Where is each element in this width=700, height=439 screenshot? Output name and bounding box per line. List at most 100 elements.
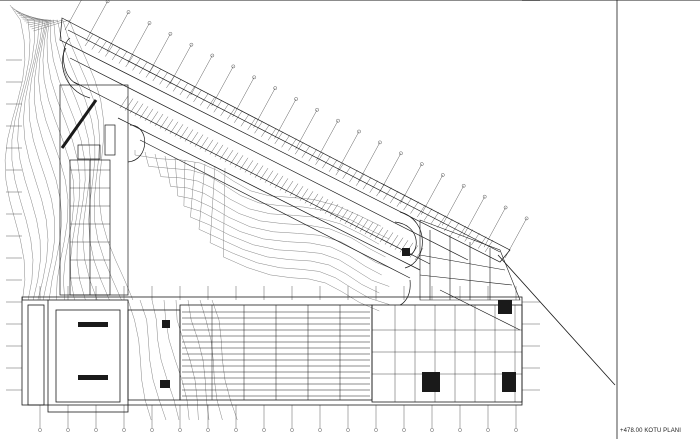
parking-stall-line [125, 54, 134, 67]
axis-bubble [503, 205, 508, 210]
parking-stall-line [437, 215, 446, 228]
grid-axis [441, 185, 464, 226]
parking-stall-line [247, 117, 256, 130]
stair-cores [78, 248, 516, 392]
parking-stall-line [328, 159, 338, 172]
axis-bubble [524, 216, 529, 221]
parking-stall-line [240, 114, 250, 127]
junction-wedge [419, 219, 616, 386]
parking-stall-line [186, 86, 195, 99]
diagonal-parking-wing [59, 17, 511, 306]
parking-stall-line [254, 121, 263, 134]
grid-axis [148, 33, 171, 74]
parking-stall-line [105, 44, 114, 57]
parking-stall-line [193, 89, 202, 102]
parking-stall-line [288, 138, 297, 151]
parking-stall-line [319, 199, 329, 212]
parking-stall-line [234, 110, 243, 123]
parking-stall-line [342, 166, 351, 179]
parking-stalls [84, 33, 494, 261]
grid-axis [85, 1, 108, 41]
parking-stall-line [335, 163, 344, 176]
contour-line [15, 10, 49, 301]
parking-stall-line [206, 96, 216, 109]
parking-stall-line [244, 160, 254, 173]
parking-stall-line [174, 124, 184, 137]
axis-bubble [210, 53, 215, 58]
axis-bubble [290, 428, 294, 432]
grid-axis [274, 98, 297, 139]
parking-stall-line [329, 204, 339, 217]
axis-bubble [231, 64, 236, 69]
axis-bubble [482, 194, 487, 199]
parking-stall-line [179, 82, 189, 95]
parking-stall-line [159, 116, 169, 129]
parking-stall-line [384, 232, 394, 245]
grid-axis [232, 77, 255, 117]
axis-bubble [126, 10, 131, 14]
axis-bubble [378, 140, 382, 145]
grid-axis [358, 142, 381, 183]
axis-bubble [315, 108, 319, 112]
axis-bubble [122, 428, 126, 432]
axis-bubble [206, 428, 210, 432]
parking-stall-line [144, 108, 154, 121]
contour-line [209, 165, 390, 305]
parking-stall-line [309, 193, 319, 206]
parking-stall-line [409, 245, 419, 258]
contour-line [33, 19, 134, 301]
grid-axis [106, 12, 129, 52]
parking-stall-line [294, 186, 304, 199]
parking-stall-line [314, 196, 324, 209]
parking-stall-line [184, 129, 194, 142]
parking-stall-line [118, 51, 128, 64]
contour-line [190, 161, 390, 287]
contour-line [164, 155, 386, 258]
axis-bubble [94, 428, 98, 432]
parking-stall-line [299, 188, 309, 201]
grid-axis [64, 0, 82, 31]
parking-stall-line [478, 236, 487, 249]
parking-stall-line [444, 219, 453, 232]
contour-line [127, 299, 152, 421]
parking-stall-line [199, 137, 209, 150]
right-block-columns [372, 305, 522, 402]
axis-bubble [346, 428, 350, 432]
parking-stall-line [209, 142, 219, 155]
axis-bubble [461, 183, 466, 188]
parking-stall-line [396, 194, 406, 207]
left-wing-partitions [70, 169, 110, 279]
parking-stall-line [289, 183, 299, 196]
parking-stall-line [464, 229, 473, 242]
left-vertical-wing [59, 84, 129, 296]
contour-line [144, 151, 390, 240]
grid-axis [400, 164, 422, 204]
parking-stall-line [111, 47, 121, 61]
parking-stall-line [189, 132, 199, 145]
parking-stall-line [229, 152, 239, 165]
parking-stall-line [471, 232, 480, 246]
contour-line [134, 150, 381, 227]
parking-stall-line [304, 191, 314, 204]
parking-stall-line [134, 103, 144, 116]
parking-stall-line [284, 180, 294, 194]
parking-stall-line [166, 75, 175, 88]
axis-bubble [430, 428, 434, 432]
axis-bubble [252, 75, 256, 80]
axis-bubble [486, 428, 490, 432]
contour-line [13, 8, 41, 301]
parking-stall-line [379, 229, 389, 243]
parking-stall-line [414, 247, 424, 261]
contour-line [198, 163, 380, 294]
parking-stall-line [194, 134, 204, 147]
parking-stall-line [301, 145, 311, 158]
parking-stall-line [308, 149, 317, 162]
axis-bubble [168, 32, 173, 36]
axis-bubble [374, 428, 378, 432]
parking-stall-line [423, 208, 433, 221]
axis-bubble [399, 151, 403, 156]
axis-bubble [105, 0, 110, 4]
axis-bubble [440, 173, 445, 177]
axis-bubble [234, 428, 238, 432]
lower-main-block [21, 296, 523, 413]
